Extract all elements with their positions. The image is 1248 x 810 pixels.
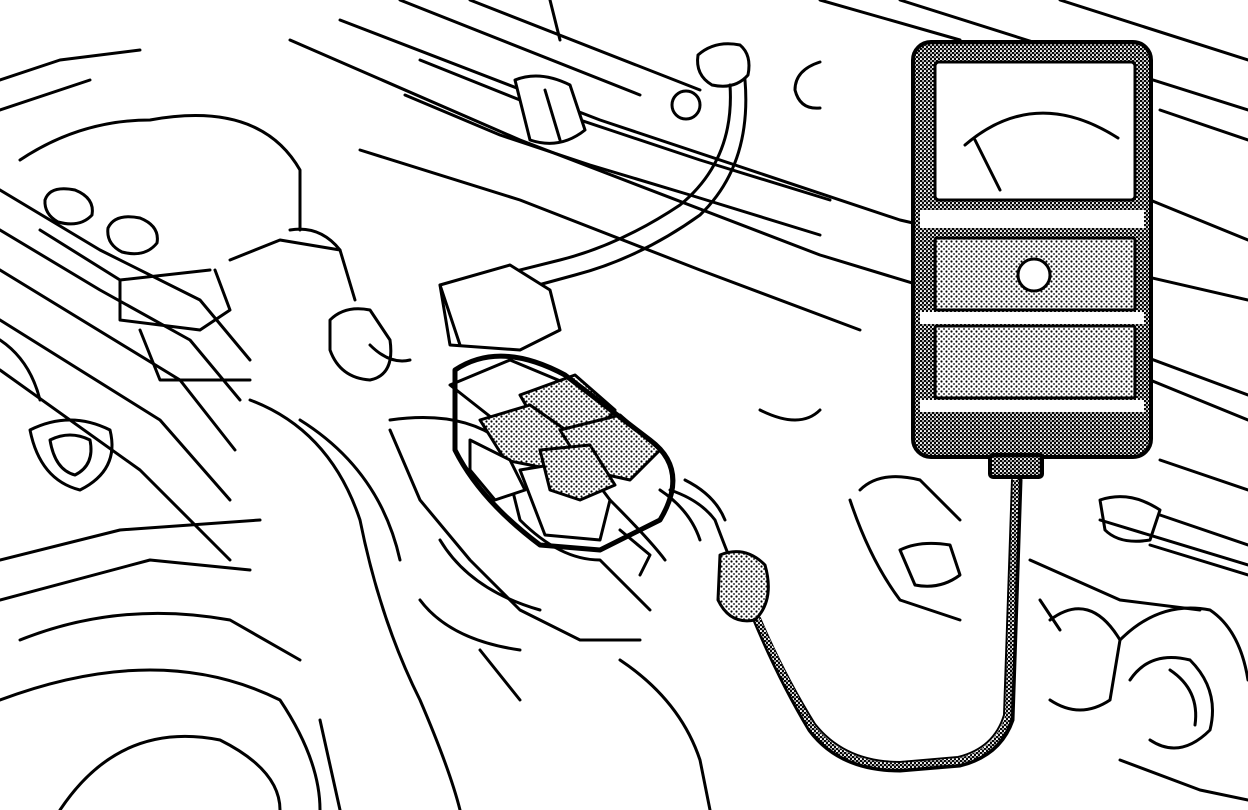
cylinder-bolts (38, 187, 357, 382)
wiring-harness (668, 478, 770, 623)
meter-lead-cable (752, 477, 1023, 773)
upper-hose (403, 58, 832, 237)
analog-test-meter (911, 40, 1153, 479)
sensor-plug (498, 42, 822, 292)
multi-pin-connector (448, 353, 702, 577)
meter-adjust-knob-icon[interactable] (1016, 257, 1052, 293)
right-engine-components (618, 408, 1248, 810)
engine-block (0, 48, 462, 810)
connector-housing (438, 263, 562, 352)
